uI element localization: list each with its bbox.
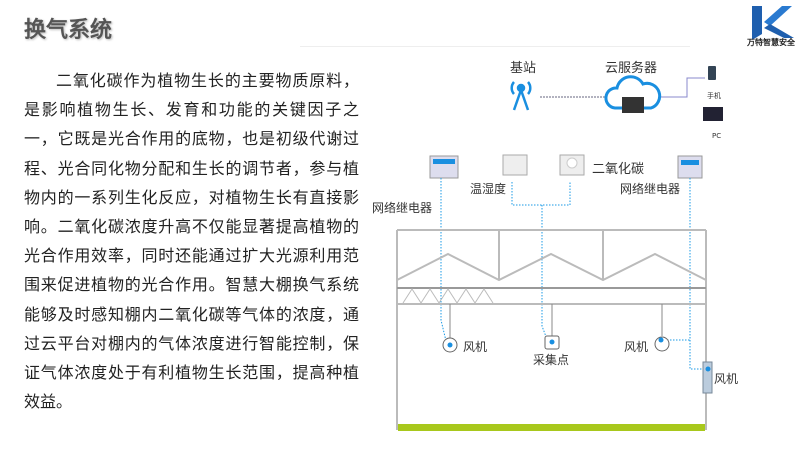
- relay-right-icon: [677, 155, 703, 179]
- relay-left-label: 网络继电器: [372, 200, 432, 215]
- phone-icon: [708, 66, 716, 80]
- relay-left-icon: [429, 155, 459, 179]
- cloud-label: 云服务器: [605, 60, 657, 76]
- cloud-server-icon: [604, 75, 662, 110]
- page-title: 换气系统: [24, 18, 113, 43]
- pc-icon: [703, 107, 723, 121]
- phone-label: 手机: [707, 91, 721, 100]
- humidity-sensor-icon: [502, 154, 528, 176]
- header-divider: [300, 46, 690, 47]
- humidity-label: 温湿度: [470, 181, 506, 196]
- relay-right-label: 网络继电器: [620, 181, 680, 196]
- logo-icon: [752, 6, 794, 40]
- co2-label: 二氧化碳: [592, 162, 644, 177]
- fan-right-label: 风机: [714, 372, 738, 386]
- fan-right-icon: [702, 361, 713, 394]
- sample-point-label: 采集点: [533, 352, 569, 367]
- co2-sensor-icon: [559, 154, 585, 176]
- logo-text: 万特智慧安全: [747, 38, 795, 47]
- base-station-label: 基站: [510, 61, 536, 76]
- fan-left-label: 风机: [463, 340, 487, 354]
- fan-mid-label: 风机: [624, 340, 648, 354]
- fan-mid-icon: [654, 336, 670, 352]
- base-station-icon: [510, 81, 532, 111]
- pc-label: PC: [712, 132, 721, 140]
- ground-strip: [398, 424, 705, 431]
- description-text: 二氧化碳作为植物生长的主要物质原料，是影响植物生长、发育和功能的关键因子之一，它…: [24, 71, 359, 412]
